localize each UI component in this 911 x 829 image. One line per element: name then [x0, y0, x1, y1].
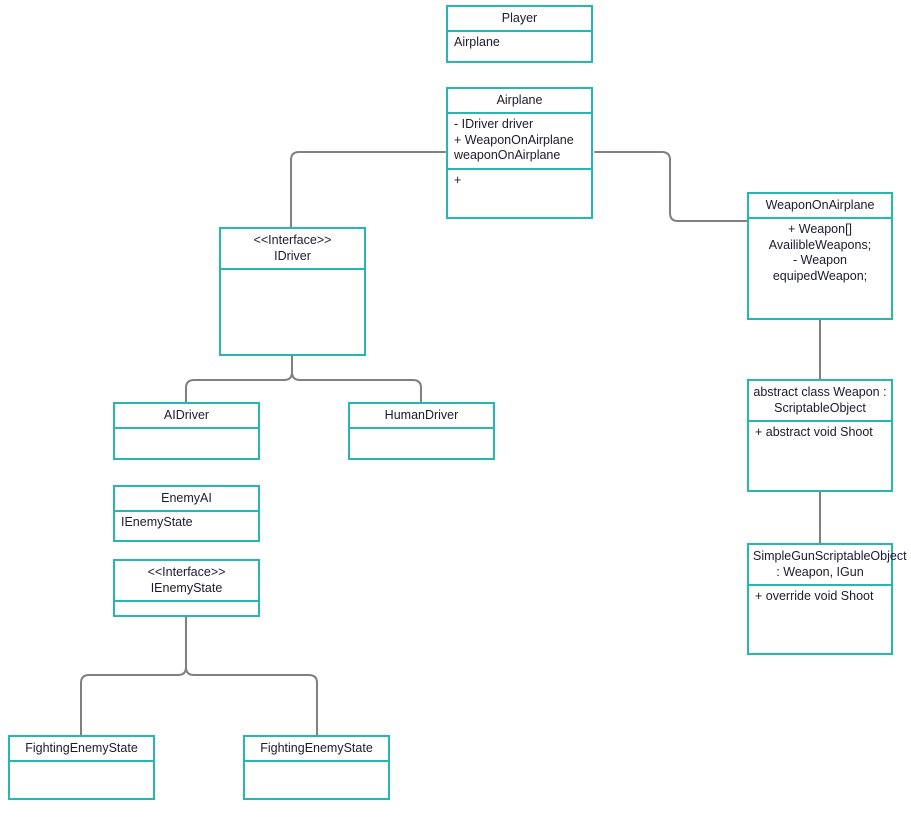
class-box-weapon[interactable]: abstract class Weapon : ScriptableObject…: [747, 379, 893, 492]
class-stereotype-idriver: <<Interface>>: [253, 233, 332, 247]
class-members-aidriver: [115, 429, 258, 458]
connector-airplane-to-weapononairplane: [594, 151, 748, 222]
class-name-fighting-enemy-state-right: FightingEnemyState: [260, 741, 373, 755]
class-name-simple-gun: SimpleGunScriptableObject : Weapon, IGun: [753, 549, 907, 579]
class-divider: [448, 30, 591, 32]
class-attributes-enemyai: IEnemyState: [121, 515, 193, 529]
class-divider: [350, 427, 493, 429]
class-name-airplane: Airplane: [496, 93, 543, 107]
class-attributes-weapon-on-airplane: + Weapon[] AvailibleWeapons; - Weapon eq…: [768, 222, 872, 283]
class-name-idriver: IDriver: [274, 249, 311, 263]
class-divider: [749, 217, 891, 219]
class-divider: [448, 112, 591, 114]
class-box-simple-gun[interactable]: SimpleGunScriptableObject : Weapon, IGun…: [747, 543, 907, 655]
class-box-humandriver[interactable]: HumanDriver: [348, 402, 495, 460]
class-name-humandriver: HumanDriver: [384, 408, 459, 422]
class-name-weapon: abstract class Weapon : ScriptableObject: [753, 385, 887, 415]
class-divider: [115, 510, 258, 512]
class-members-idriver: [221, 270, 364, 354]
class-divider: [448, 167, 591, 170]
class-divider: [115, 427, 258, 429]
class-box-idriver[interactable]: <<Interface>> IDriver: [219, 227, 366, 356]
class-attributes-airplane: - IDriver driver + WeaponOnAirplane weap…: [454, 117, 574, 162]
class-box-ienemystate[interactable]: <<Interface>> IEnemyState: [113, 559, 260, 617]
class-divider: [749, 584, 891, 586]
class-divider: [245, 760, 388, 762]
class-methods-weapon: + abstract void Shoot: [755, 425, 873, 439]
class-name-aidriver: AIDriver: [163, 408, 210, 422]
connector-idriver-to-drivers: [185, 355, 293, 403]
class-members-ienemystate: [115, 602, 258, 615]
class-box-player[interactable]: Player Airplane: [446, 5, 593, 63]
connector-airplane-to-idriver: [290, 151, 446, 228]
class-name-fighting-enemy-state-left: FightingEnemyState: [25, 741, 138, 755]
connector-ienemystate-to-fighting-left: [80, 616, 187, 736]
class-divider: [115, 600, 258, 602]
class-divider: [749, 420, 891, 422]
class-members-fighting-enemy-state-left: [10, 762, 153, 798]
class-box-enemyai[interactable]: EnemyAI IEnemyState: [113, 485, 260, 542]
class-box-airplane[interactable]: Airplane - IDriver driver + WeaponOnAirp…: [446, 87, 593, 219]
class-name-enemyai: EnemyAI: [161, 491, 212, 505]
class-name-player: Player: [501, 11, 538, 25]
class-attributes-player: Airplane: [454, 35, 500, 49]
connector-ienemystate-to-fighting-right: [185, 616, 318, 736]
class-members-humandriver: [350, 429, 493, 458]
connector-idriver-to-humandriver: [291, 355, 422, 403]
class-box-aidriver[interactable]: AIDriver: [113, 402, 260, 460]
class-divider: [10, 760, 153, 762]
class-members-fighting-enemy-state-right: [245, 762, 388, 798]
class-box-fighting-enemy-state-right[interactable]: FightingEnemyState: [243, 735, 390, 800]
class-name-ienemystate: IEnemyState: [150, 581, 223, 595]
class-divider: [221, 268, 364, 270]
class-stereotype-ienemystate: <<Interface>>: [147, 565, 226, 579]
class-box-weapon-on-airplane[interactable]: WeaponOnAirplane + Weapon[] AvailibleWea…: [747, 192, 893, 320]
class-box-fighting-enemy-state-left[interactable]: FightingEnemyState: [8, 735, 155, 800]
class-methods-airplane: +: [454, 172, 462, 187]
class-name-weapon-on-airplane: WeaponOnAirplane: [765, 198, 875, 212]
class-methods-simple-gun: + override void Shoot: [755, 589, 874, 603]
